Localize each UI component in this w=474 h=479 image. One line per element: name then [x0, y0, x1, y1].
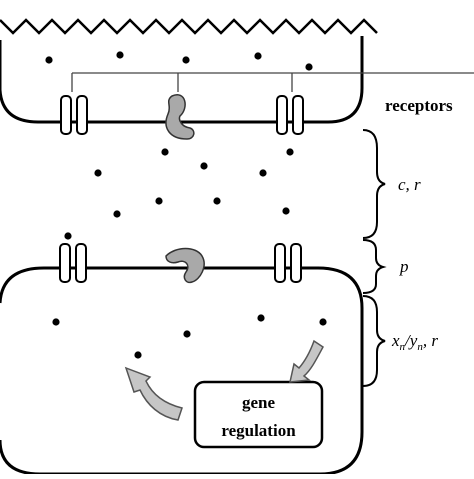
brace-p — [362, 239, 387, 294]
arrow-from-gene-regulation — [124, 366, 183, 421]
intracellular-molecules — [52, 314, 327, 359]
receptor-connector — [71, 72, 474, 92]
lower-channel-right — [274, 243, 302, 283]
regulation-label: regulation — [221, 421, 296, 440]
receptors-label: receptors — [385, 96, 453, 115]
lower-channel-left — [59, 243, 87, 283]
upper-receptor-hook — [165, 94, 195, 140]
upper-cell-membrane — [0, 36, 364, 124]
gene-regulation-box — [193, 380, 324, 449]
xy-r-label: xn/yn, r — [391, 331, 438, 353]
brace-c-r — [362, 129, 386, 239]
upper-cell — [0, 18, 378, 124]
lower-receptor-hook — [165, 247, 205, 284]
p-label: p — [399, 257, 409, 276]
upper-channel-left — [60, 95, 88, 135]
lower-cell-membrane — [0, 266, 364, 476]
upper-channel-right — [276, 95, 304, 135]
c-r-label: c, r — [398, 175, 421, 194]
upper-cell-serrated-top — [0, 18, 378, 35]
arrow-into-gene-regulation — [289, 339, 324, 383]
brace-xy-r — [362, 295, 386, 387]
extracellular-molecules — [64, 148, 294, 240]
upper-cell-molecules — [45, 51, 313, 71]
gene-label: gene — [242, 393, 276, 412]
